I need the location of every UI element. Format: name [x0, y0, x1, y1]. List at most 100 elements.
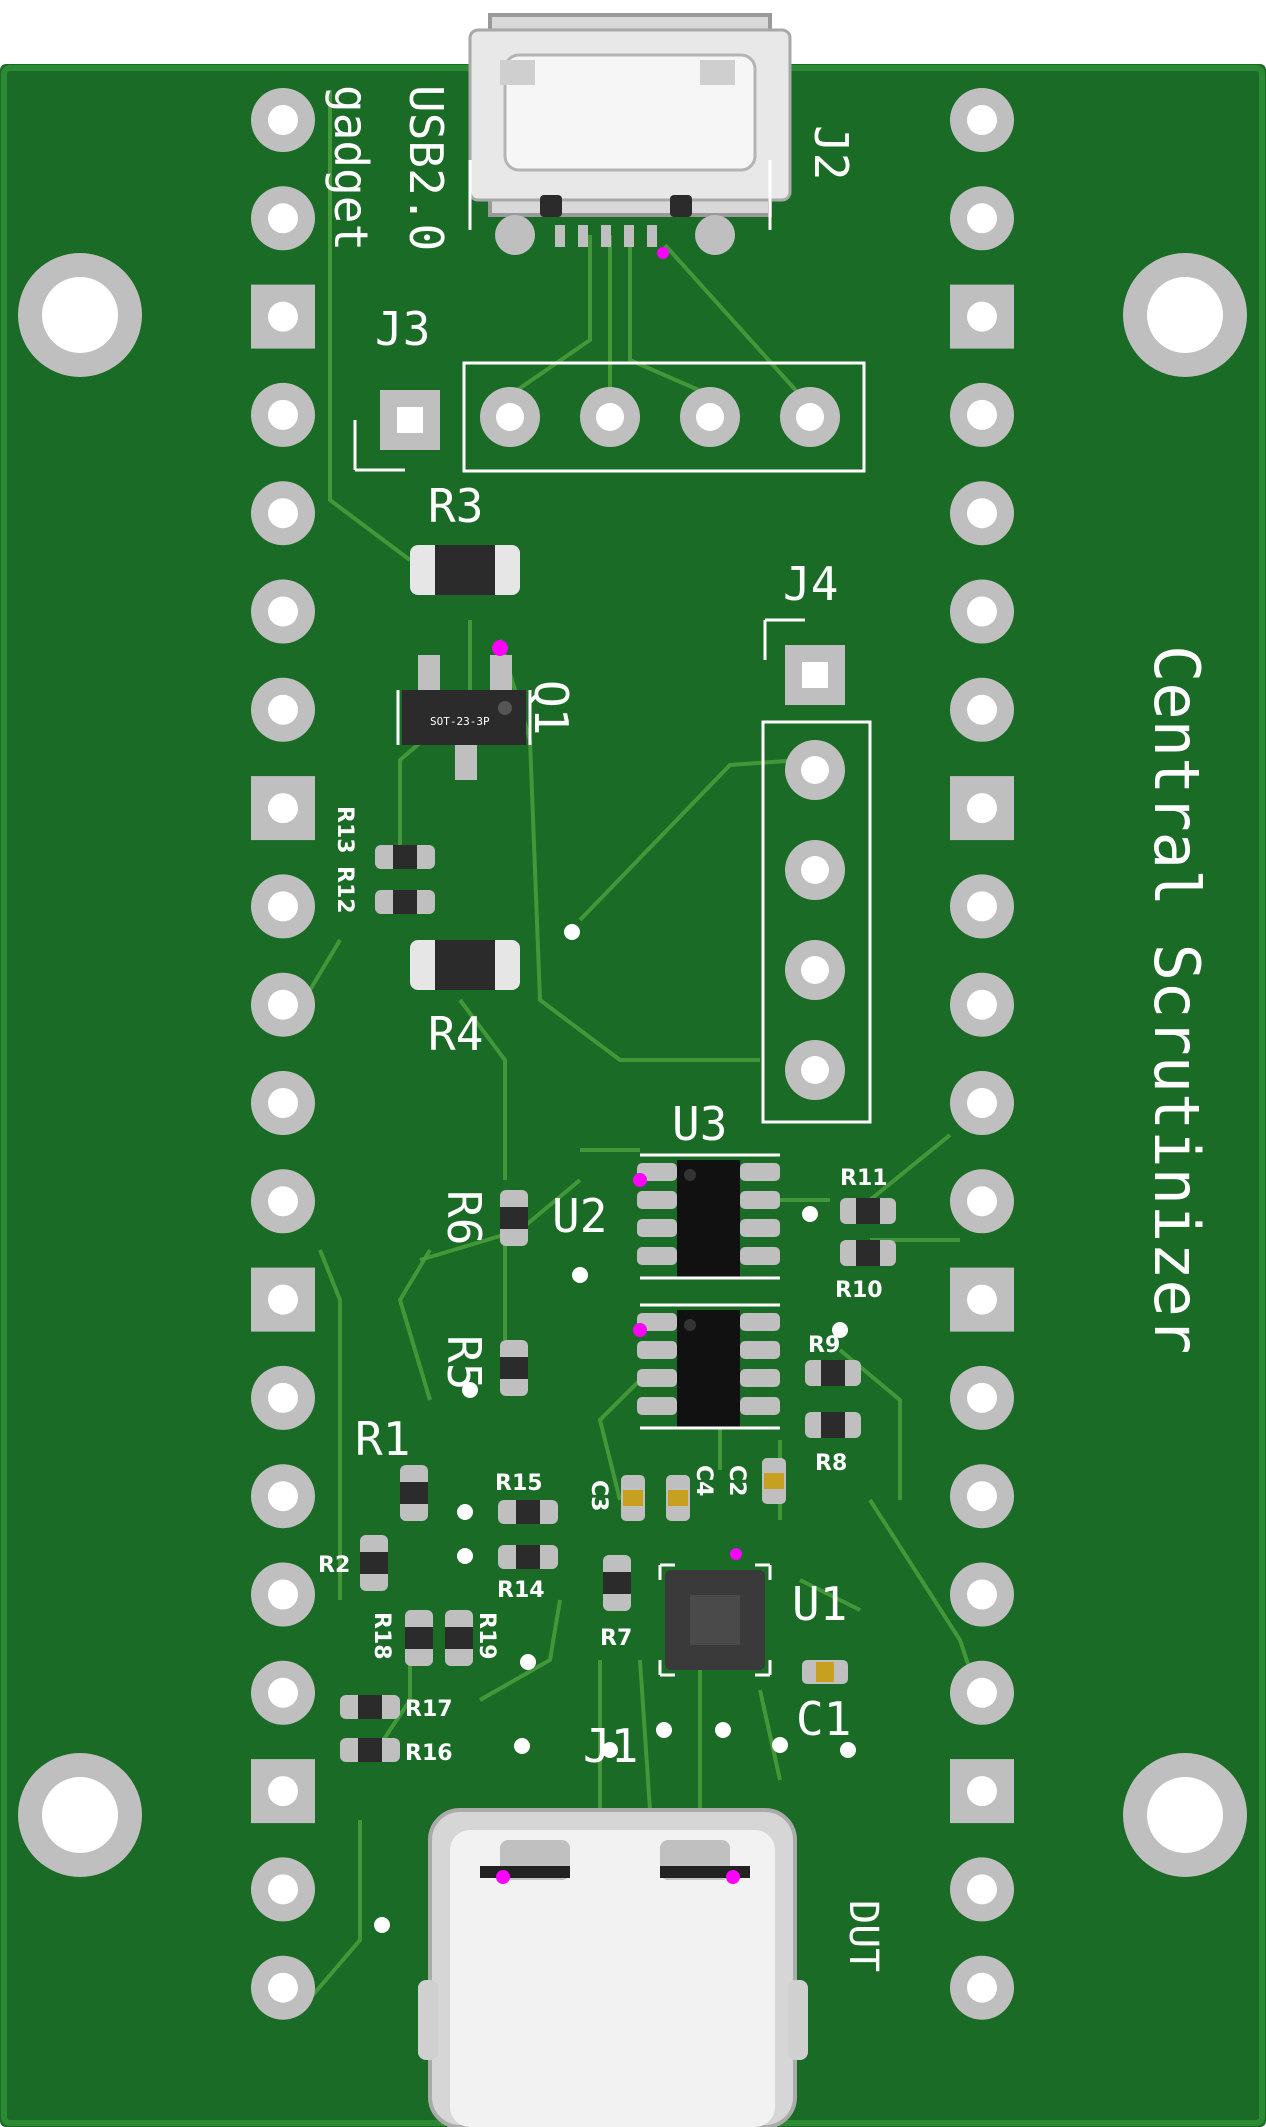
right-header-hole-10: [967, 989, 997, 1020]
right-header-hole-3: [967, 301, 997, 332]
r12-label: R12: [332, 866, 357, 914]
right-header-hole-18: [967, 1776, 997, 1807]
c4-label: C4: [691, 1465, 716, 1496]
r3-resistor: [410, 545, 520, 595]
u2-ic: [633, 1303, 780, 1430]
board-title: Central Scrutinizer: [1140, 645, 1213, 1354]
right-header-hole-13: [967, 1284, 997, 1315]
c2-label: C2: [724, 1465, 749, 1496]
left-header-hole-13: [268, 1284, 298, 1315]
r6-label: R6: [437, 1190, 491, 1245]
right-header-hole-4: [967, 399, 997, 430]
traces: [298, 90, 982, 2012]
r7-label: R7: [600, 1626, 632, 1651]
pin1-marker: [726, 1870, 740, 1884]
j2-label: J2: [804, 125, 858, 180]
right-header-hole-16: [967, 1579, 997, 1610]
q1-label: Q1: [524, 680, 578, 735]
r19-label: R19: [474, 1612, 499, 1660]
silkscreen-labels: USB2.0 gadget J2 J3 R3 J4 Q1 R13 R12 R4 …: [318, 85, 1213, 1972]
u1-qfn-ic: [658, 1548, 772, 1677]
c3-label: C3: [586, 1480, 611, 1511]
r3-label: R3: [428, 479, 483, 533]
left-pin-header: [251, 88, 315, 2020]
left-header-hole-18: [268, 1776, 298, 1807]
right-header-hole-7: [967, 694, 997, 725]
r14-label: R14: [497, 1578, 545, 1603]
left-header-hole-10: [268, 989, 298, 1020]
right-header-hole-19: [967, 1874, 997, 1905]
dut-label: DUT: [840, 1900, 886, 1972]
mounting-holes: [18, 253, 1247, 1877]
vias: [374, 924, 856, 1933]
left-header-hole-12: [268, 1186, 298, 1217]
r2-label: R2: [318, 1553, 350, 1578]
pin1-marker: [730, 1548, 742, 1560]
j4-label: J4: [783, 557, 838, 611]
r18-label: R18: [369, 1612, 394, 1660]
right-header-hole-20: [967, 1972, 997, 2003]
pin1-marker: [496, 1870, 510, 1884]
usb-label-line2: gadget: [324, 85, 378, 251]
left-header-hole-19: [268, 1874, 298, 1905]
right-header-hole-11: [967, 1088, 997, 1118]
r1-label: R1: [355, 1412, 410, 1466]
left-header-hole-1: [268, 105, 298, 135]
right-header-hole-2: [967, 203, 997, 234]
q1-package-label: SOT-23-3P: [430, 715, 490, 728]
pin1-marker: [633, 1323, 647, 1337]
left-header-hole-3: [268, 301, 298, 332]
left-header-hole-5: [268, 498, 298, 529]
j1-label: J1: [583, 1719, 638, 1773]
right-header-hole-1: [967, 105, 997, 135]
left-header-hole-15: [268, 1481, 298, 1512]
r8-label: R8: [815, 1451, 847, 1476]
r16-label: R16: [405, 1741, 453, 1766]
small-passives: [340, 845, 896, 1762]
left-header-hole-2: [268, 203, 298, 234]
right-header-hole-17: [967, 1677, 997, 1708]
j3-pin-header: [353, 361, 866, 473]
left-header-hole-14: [268, 1382, 298, 1413]
left-header-hole-9: [268, 891, 298, 922]
j3-label: J3: [375, 302, 430, 356]
u3-ic: [633, 1153, 780, 1280]
r4-resistor: [410, 940, 520, 990]
left-header-hole-16: [268, 1579, 298, 1610]
r13-label: R13: [332, 806, 357, 854]
r4-label: R4: [428, 1007, 483, 1061]
r9-label: R9: [808, 1333, 840, 1358]
usb-label-line1: USB2.0: [399, 85, 453, 251]
r10-label: R10: [835, 1278, 883, 1303]
left-header-hole-7: [268, 694, 298, 725]
left-header-hole-4: [268, 399, 298, 430]
u3-label: U3: [672, 1097, 727, 1151]
left-header-hole-11: [268, 1088, 298, 1118]
pcb-substrate: [0, 64, 1266, 2127]
right-header-hole-15: [967, 1481, 997, 1512]
left-header-hole-8: [268, 793, 298, 824]
right-header-hole-5: [967, 498, 997, 529]
right-header-hole-9: [967, 891, 997, 922]
r11-label: R11: [840, 1166, 888, 1191]
left-header-hole-20: [268, 1972, 298, 2003]
r15-label: R15: [495, 1471, 543, 1496]
right-header-hole-12: [967, 1186, 997, 1217]
right-header-hole-8: [967, 793, 997, 824]
j4-pin-header: [761, 618, 872, 1124]
right-header-hole-14: [967, 1382, 997, 1413]
pin1-marker: [657, 247, 669, 259]
q1-transistor: SOT-23-3P: [396, 640, 532, 780]
left-header-hole-17: [268, 1677, 298, 1708]
c1-label: C1: [796, 1692, 851, 1746]
pin1-marker: [633, 1173, 647, 1187]
right-pin-header: [950, 88, 1014, 2020]
j2-micro-usb-connector: [468, 13, 792, 259]
j1-usb-c-connector: [418, 1808, 808, 2127]
u1-label: U1: [792, 1577, 847, 1631]
right-header-hole-6: [967, 596, 997, 627]
pin1-marker: [492, 640, 508, 656]
u2-label: U2: [552, 1189, 607, 1243]
left-header-hole-6: [268, 596, 298, 627]
